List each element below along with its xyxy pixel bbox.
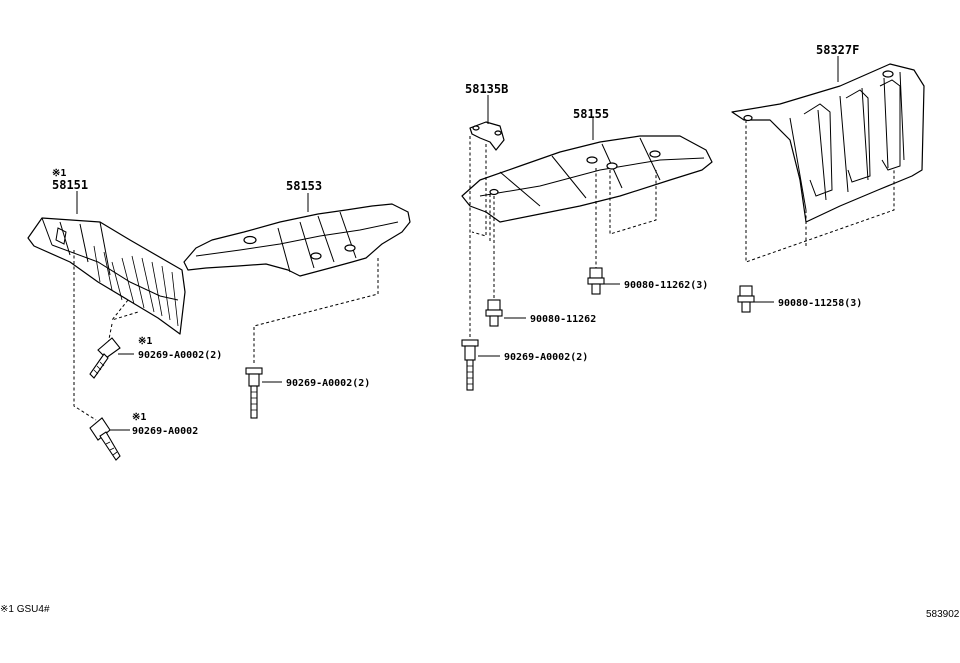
note-mark-fastener-2: ※1 — [132, 412, 146, 423]
flange-bolt-58155-a — [485, 299, 503, 327]
bracket-58135b — [469, 121, 505, 151]
fastener-label-5: 90269-A0002(2) — [504, 352, 588, 363]
footer-note: ※1 GSU4# — [0, 604, 50, 615]
heat-insulator-58153 — [183, 203, 411, 364]
stud-bolt-58155 — [461, 339, 479, 391]
heat-insulator-58327f — [731, 63, 925, 263]
fastener-label-2: 90269-A0002 — [132, 426, 198, 437]
heat-insulator-58155 — [461, 135, 713, 300]
part-label-58153: 58153 — [286, 179, 322, 193]
leader-lines — [73, 56, 839, 431]
stud-bolt-58153 — [245, 367, 263, 419]
clip-bolt-1 — [89, 337, 121, 379]
fastener-label-6: 90080-11262(3) — [624, 280, 708, 291]
flange-bolt-58155-b — [587, 267, 605, 295]
fastener-label-4: 90080-11262 — [530, 314, 596, 325]
note-mark-58151: ※1 — [52, 168, 66, 179]
flange-bolt-58327f — [737, 285, 755, 313]
part-label-58155: 58155 — [573, 107, 609, 121]
clip-bolt-2 — [89, 417, 121, 461]
heat-insulator-58151 — [27, 217, 186, 335]
fastener-label-1: 90269-A0002(2) — [138, 350, 222, 361]
note-mark-fastener-1: ※1 — [138, 336, 152, 347]
part-label-58151: 58151 — [52, 178, 88, 192]
diagram-code: 583902 — [926, 609, 960, 620]
fastener-label-3: 90269-A0002(2) — [286, 378, 370, 389]
part-label-58135b: 58135B — [465, 82, 508, 96]
part-label-58327f: 58327F — [816, 43, 859, 57]
fastener-label-7: 90080-11258(3) — [778, 298, 862, 309]
